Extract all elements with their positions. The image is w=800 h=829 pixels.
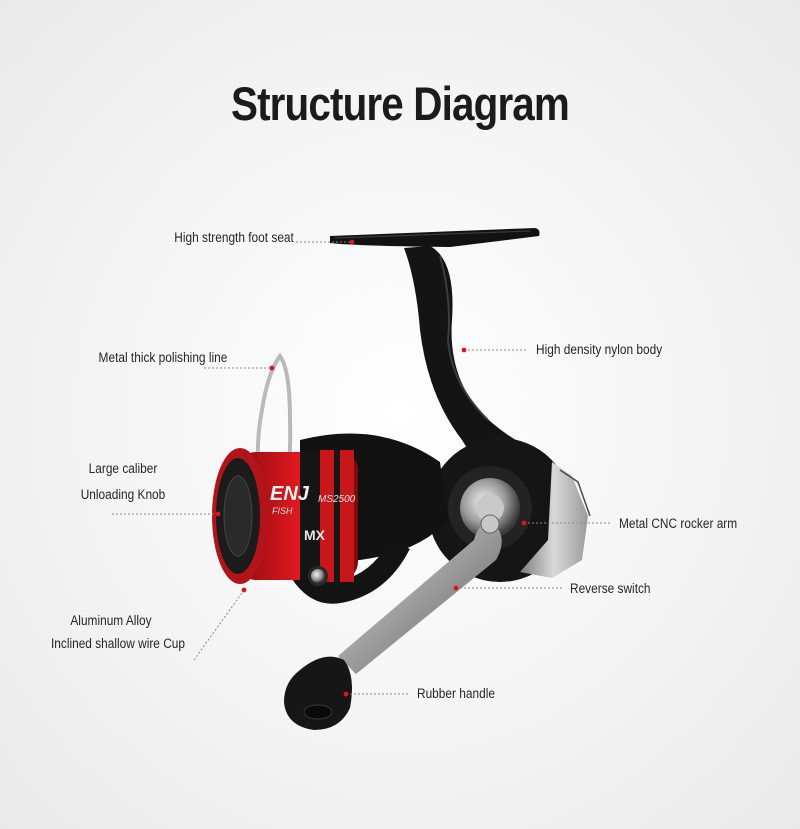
label-rocker-arm: Metal CNC rocker arm [619, 516, 738, 531]
label-foot-seat: High strength foot seat [174, 230, 294, 245]
gear-housing-part [428, 438, 591, 582]
reel-model-text: MS2500 [318, 494, 356, 505]
foot-seat-part [330, 228, 540, 247]
reel-mark-text: MX [304, 527, 326, 543]
page-title: Structure Diagram [230, 77, 570, 130]
label-nylon-body: High density nylon body [536, 342, 663, 357]
leader-lines [112, 241, 610, 695]
label-polishing-line: Metal thick polishing line [98, 350, 227, 365]
label-rubber-handle: Rubber handle [417, 686, 495, 701]
rubber-handle-part [284, 656, 352, 730]
callout-dots [215, 239, 527, 697]
label-wire-cup-line1: Aluminum Alloy [70, 613, 152, 628]
label-unloading-knob-line1: Large caliber [88, 461, 158, 476]
label-wire-cup-line2: Inclined shallow wire Cup [50, 636, 186, 651]
reel-brand-text: ENJ [270, 483, 310, 505]
roller-screw-part [308, 566, 328, 586]
spool-part: ENJ FISH MS2500 MX [212, 448, 358, 584]
crank-part [338, 514, 502, 674]
reel-sub-text: FISH [272, 506, 293, 516]
label-reverse-switch: Reverse switch [570, 581, 651, 596]
label-unloading-knob-line2: Unloading Knob [80, 487, 166, 502]
